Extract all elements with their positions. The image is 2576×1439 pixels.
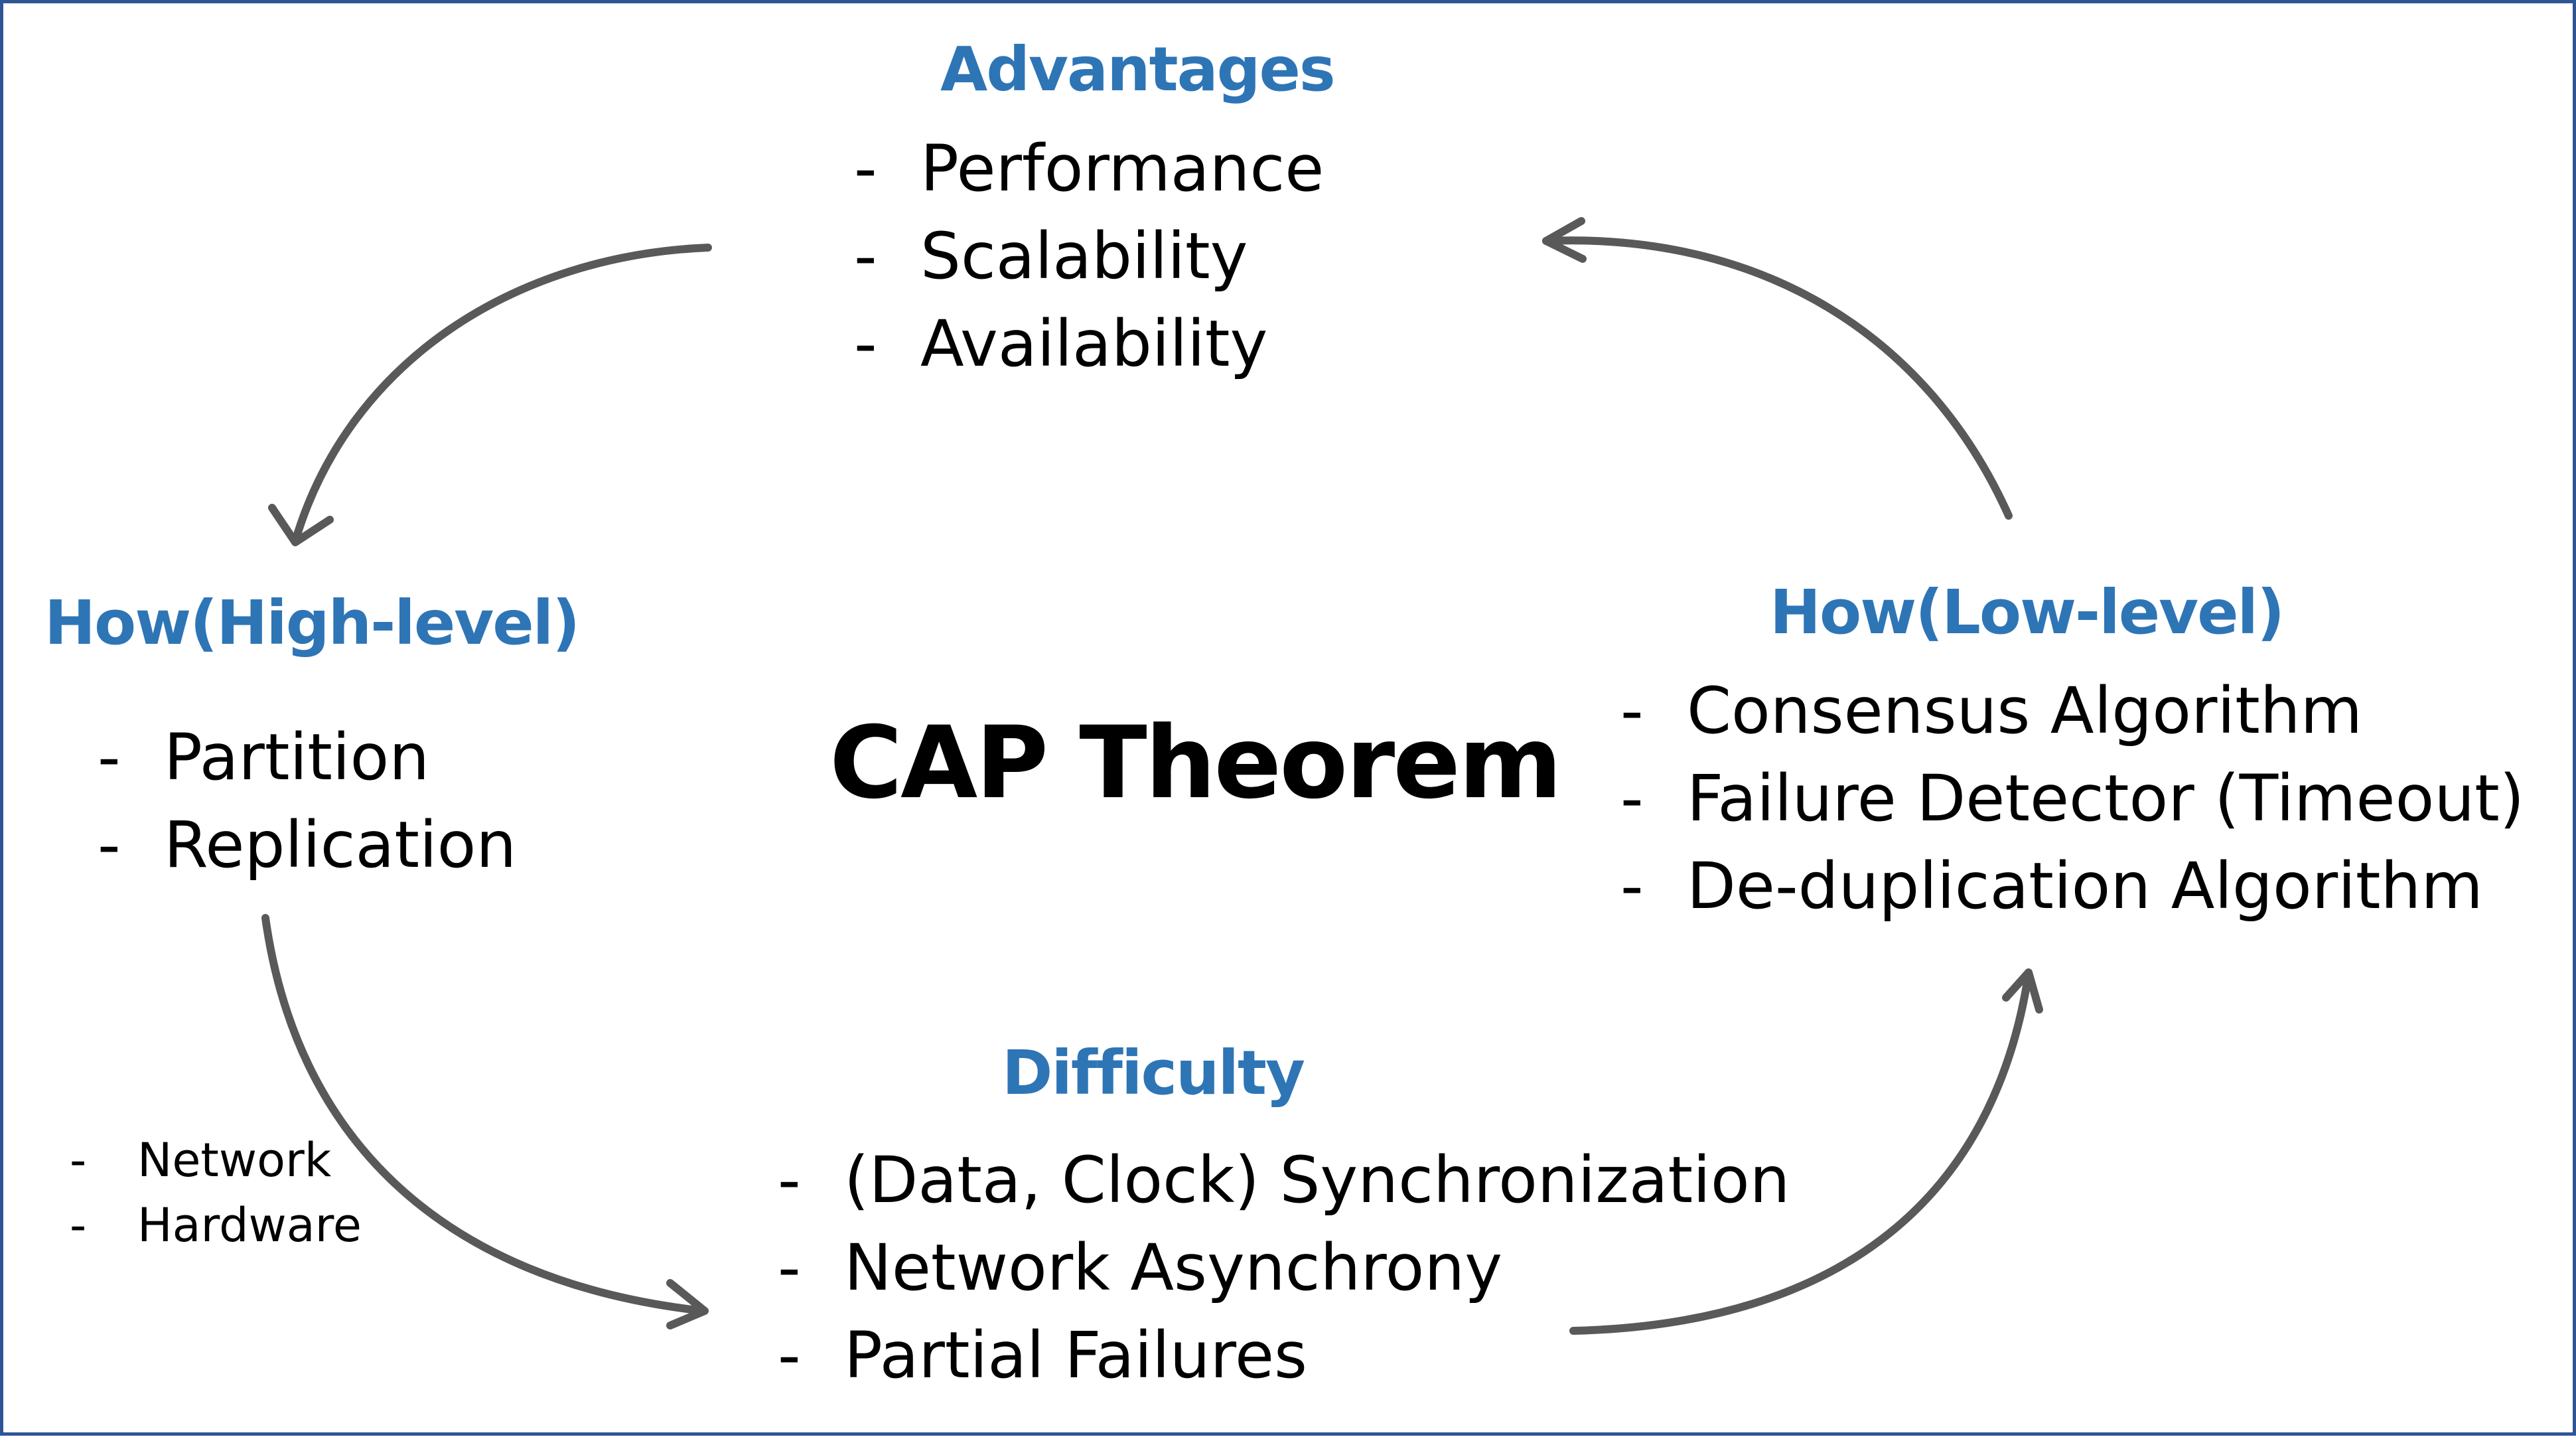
arrow-head-difficulty-to-low [2002, 968, 2043, 1014]
item-label: Consensus Algorithm [1687, 674, 2363, 748]
cycle-arrows [261, 217, 2043, 1335]
network-hardware-note: -Network -Hardware [70, 1128, 362, 1258]
item-label: Performance [920, 131, 1324, 206]
list-item: -Network Asynchrony [778, 1224, 1790, 1312]
list-item: -Replication [98, 801, 516, 889]
difficulty-list: -(Data, Clock) Synchronization -Network … [778, 1136, 1790, 1399]
list-item: -(Data, Clock) Synchronization [778, 1136, 1790, 1224]
item-label: Partition [164, 720, 430, 795]
arrow-high-to-difficulty [261, 914, 707, 1315]
item-label: Failure Detector (Timeout) [1687, 761, 2525, 836]
list-item: -Hardware [70, 1193, 362, 1258]
item-label: Replication [164, 808, 517, 882]
bullet-dash: - [854, 219, 877, 293]
advantages-heading: Advantages [940, 34, 1336, 105]
item-label: Hardware [137, 1198, 362, 1252]
arrow-head-low-to-advantages [1542, 217, 1587, 263]
list-item: -Scalability [854, 212, 1324, 300]
bullet-dash: - [70, 1198, 87, 1252]
bullet-dash: - [1620, 849, 1644, 923]
item-label: Partial Failures [844, 1318, 1308, 1393]
difficulty-heading: Difficulty [1002, 1037, 1305, 1108]
how-low-level-heading: How(Low-level) [1770, 577, 2285, 648]
item-label: (Data, Clock) Synchronization [844, 1143, 1790, 1217]
list-item: -De-duplication Algorithm [1620, 842, 2524, 930]
list-item: -Partial Failures [778, 1312, 1790, 1399]
bullet-dash: - [98, 720, 121, 795]
item-label: De-duplication Algorithm [1687, 849, 2483, 923]
item-label: Network [137, 1133, 332, 1187]
how-high-level-heading: How(High-level) [44, 587, 580, 658]
item-label: Availability [920, 307, 1268, 381]
list-item: -Network [70, 1128, 362, 1193]
arrow-low-to-advantages [1542, 236, 2013, 520]
arrow-head-high-to-difficulty [666, 1279, 709, 1329]
list-item: -Failure Detector (Timeout) [1620, 755, 2524, 842]
bullet-dash: - [854, 131, 877, 206]
bullet-dash: - [778, 1143, 801, 1217]
list-item: -Consensus Algorithm [1620, 667, 2524, 755]
bullet-dash: - [98, 808, 121, 882]
arrow-advantages-to-high [291, 244, 712, 545]
bullet-dash: - [778, 1231, 801, 1305]
list-item: -Availability [854, 300, 1324, 388]
how-low-level-list: -Consensus Algorithm -Failure Detector (… [1620, 667, 2524, 930]
advantages-list: -Performance -Scalability -Availability [854, 125, 1324, 388]
how-high-level-list: -Partition -Replication [98, 714, 516, 889]
list-item: -Performance [854, 125, 1324, 212]
bullet-dash: - [1620, 674, 1644, 748]
arrow-difficulty-to-low [1569, 970, 2033, 1335]
bullet-dash: - [854, 307, 877, 381]
bullet-dash: - [70, 1133, 87, 1187]
arrow-head-advantages-to-high [268, 504, 334, 546]
bullet-dash: - [778, 1318, 801, 1393]
list-item: -Partition [98, 714, 516, 801]
item-label: Scalability [920, 219, 1248, 293]
item-label: Network Asynchrony [844, 1231, 1503, 1305]
diagram-title: CAP Theorem [829, 706, 1562, 821]
bullet-dash: - [1620, 761, 1644, 836]
